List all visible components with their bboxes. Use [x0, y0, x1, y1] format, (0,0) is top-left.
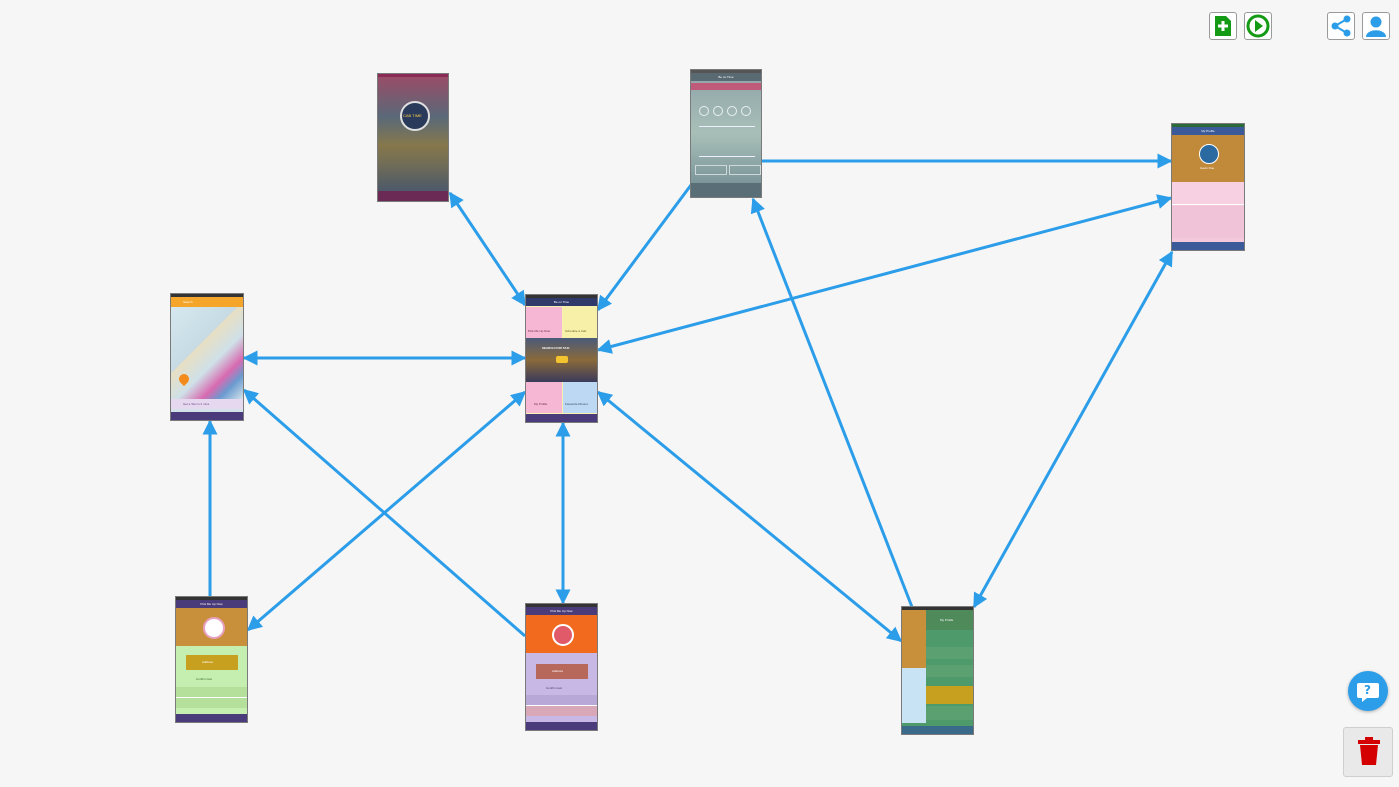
nav-title: Be on Time [718, 75, 734, 79]
blurred-background [378, 77, 448, 191]
link-home-menu [596, 390, 903, 643]
stats-row [1172, 182, 1244, 205]
tile-pick-me-up[interactable]: Pick Me Up Now [526, 307, 562, 338]
nav-title: Pick Me Up Now [550, 609, 573, 613]
tab-bar [1172, 242, 1244, 250]
help-chat-icon [1357, 683, 1379, 702]
menu-list[interactable] [1172, 206, 1244, 238]
nav-bar: Be on Time [526, 298, 597, 306]
driver-avatar [552, 624, 574, 646]
search-taxi-banner[interactable]: SEARCH FOR TAXI [526, 338, 597, 382]
trash-icon [1358, 737, 1380, 765]
share-button[interactable] [1327, 12, 1355, 40]
avatar [1199, 144, 1219, 164]
search-bar[interactable]: Search [171, 297, 243, 307]
screen-profile[interactable]: My Profile Gavin Doe [1171, 123, 1245, 251]
delete-button[interactable] [1343, 727, 1393, 777]
link-menu-control [750, 197, 914, 608]
taxi-badge[interactable]: Get a Taxi in 2 mins [171, 399, 243, 409]
address-box[interactable]: Address [536, 664, 588, 679]
menu-header: My Profile [926, 610, 973, 630]
play-button[interactable] [1244, 12, 1272, 40]
tile-my-profile[interactable]: My Profile [526, 382, 562, 413]
app-logo-text: CAB TIME [403, 113, 422, 118]
nav-title: Pick Me Up Now [200, 602, 223, 606]
share-icon [1331, 15, 1351, 37]
nav-bar: My Profile [1172, 127, 1244, 135]
confirm-note: Confirm taxi [196, 677, 213, 681]
airdrop-button[interactable] [695, 165, 727, 175]
toggle-row [695, 106, 759, 116]
tile-favourites[interactable]: Favourite Drivers [563, 382, 597, 413]
tab-bar [176, 714, 247, 722]
tab-bar [171, 412, 243, 420]
option-row-2[interactable] [176, 698, 247, 708]
nav-bar: Pick Me Up Now [176, 600, 247, 608]
help-button[interactable]: ? [1348, 671, 1388, 711]
driver-avatar [203, 617, 225, 639]
back-panel-header [902, 610, 926, 668]
help-glyph: ? [1364, 683, 1371, 697]
nav-bar: Pick Me Up Now [526, 607, 597, 615]
tool-row [691, 183, 761, 197]
menu-item-2[interactable] [926, 665, 973, 677]
tab-bar [378, 191, 448, 201]
add-page-icon [1215, 16, 1231, 36]
profile-name: Gavin Doe [1200, 166, 1215, 170]
user-icon [1366, 16, 1386, 37]
option-row-1[interactable] [526, 695, 597, 706]
bluetooth-icon[interactable] [727, 106, 737, 116]
screen-pickup-orange[interactable]: Pick Me Up Now Address Confirm taxi [525, 603, 598, 731]
wifi-icon[interactable] [713, 106, 723, 116]
tab-bar [526, 414, 597, 422]
tab-bar [902, 726, 973, 734]
play-controls[interactable] [705, 144, 749, 150]
tab-bar [526, 722, 597, 730]
taxi-icon [556, 356, 568, 363]
moon-icon[interactable] [741, 106, 751, 116]
tile-schedule[interactable]: Schedule a Cab [563, 307, 597, 338]
link-pickuporange-map [242, 388, 526, 638]
option-row-2[interactable] [526, 706, 597, 716]
screen-menu[interactable]: My Profile [901, 606, 974, 735]
address-box[interactable]: Address [186, 655, 238, 670]
nav-title: Be on Time [553, 300, 570, 304]
menu-item-3[interactable] [926, 706, 973, 720]
account-button[interactable] [1362, 12, 1390, 40]
search-label: Search [183, 300, 193, 304]
color-strip [691, 83, 761, 90]
link-pickupgreen-home [246, 390, 527, 632]
screen-map[interactable]: Search Get a Taxi in 2 mins [170, 293, 244, 421]
taxi-badge-label: Get a Taxi in 2 mins [183, 402, 210, 406]
link-profile-menu [972, 250, 1174, 609]
airplay-button[interactable] [729, 165, 761, 175]
brightness-slider[interactable] [699, 126, 755, 127]
nav-bar: Be on Time [691, 73, 761, 81]
link-splash-home [448, 191, 527, 307]
nav-title: My Profile [1201, 129, 1215, 133]
menu-item-1[interactable] [926, 647, 973, 659]
screen-home[interactable]: Be on Time Pick Me Up Now Schedule a Cab… [525, 294, 598, 423]
link-profile-home [596, 194, 1173, 354]
screen-pickup-green[interactable]: Pick Me Up Now Address Confirm taxi [175, 596, 248, 723]
option-row-1[interactable] [176, 687, 247, 698]
volume-slider[interactable] [699, 156, 755, 157]
airplane-icon[interactable] [699, 106, 709, 116]
screen-control[interactable]: Be on Time [690, 69, 762, 198]
app-logo: CAB TIME [400, 101, 430, 131]
link-control-home [596, 184, 693, 312]
add-screen-button[interactable] [1209, 12, 1237, 40]
map-view[interactable] [171, 307, 243, 399]
play-icon [1246, 14, 1270, 38]
confirm-note: Confirm taxi [546, 686, 563, 690]
screen-splash[interactable]: CAB TIME [377, 73, 449, 202]
menu-item-selected[interactable] [926, 686, 973, 704]
